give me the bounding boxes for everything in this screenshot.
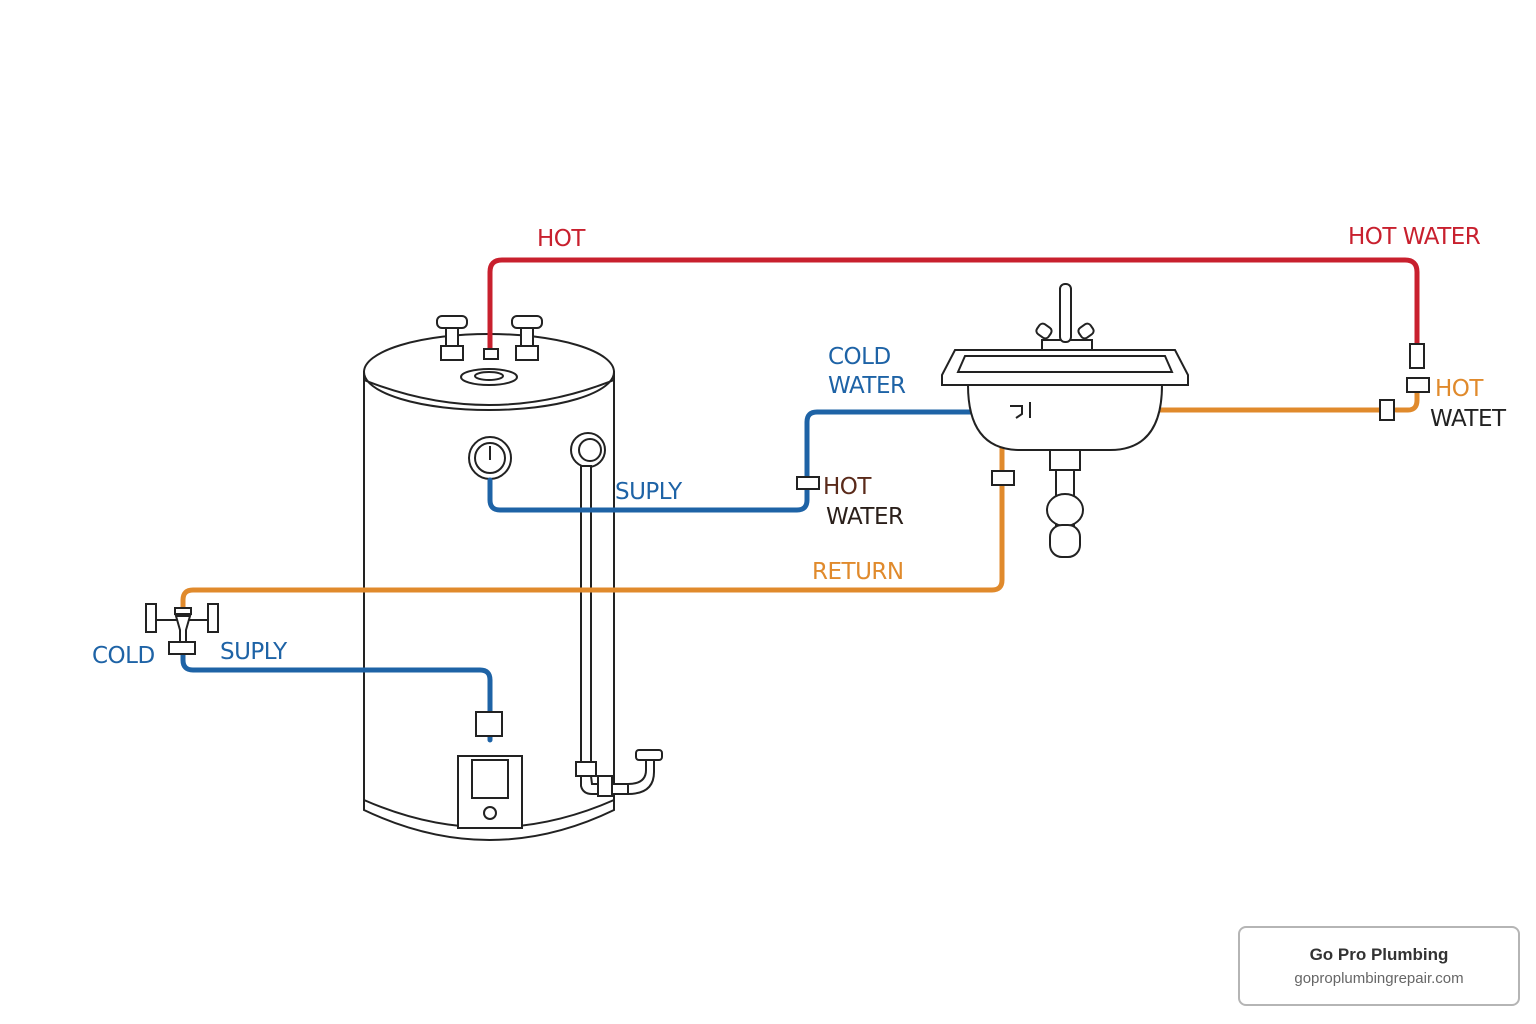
union-fitting (796, 476, 820, 490)
hot-outlet-fitting (483, 348, 499, 360)
label-hot: HOT (537, 226, 586, 252)
label-hot-right: HOT (1435, 376, 1484, 402)
brand-card: Go Pro Plumbing goproplumbingrepair.com (1238, 926, 1520, 1006)
brand-name: Go Pro Plumbing (1309, 945, 1449, 964)
label-water-mid: WATER (826, 504, 904, 530)
inlet-fitting (475, 711, 503, 737)
hot-pipe (487, 257, 1420, 355)
label-supply: SUPLY (615, 479, 683, 505)
label-watet-right: WATET (1430, 406, 1507, 432)
label-hot-water: HOT WATER (1348, 224, 1481, 250)
supply-pipe (487, 409, 1018, 513)
label-cold-left: COLD (92, 643, 155, 669)
water-heater (363, 315, 663, 841)
label-return: RETURN (812, 559, 904, 585)
top-valve-right (511, 315, 543, 361)
label-supply-left: SUPLY (220, 639, 288, 665)
sink (941, 283, 1189, 558)
top-valve-left (436, 315, 468, 361)
brand-url: goproplumbingrepair.com (1294, 970, 1464, 987)
cold-supply-pipe (180, 647, 493, 743)
shutoff-valve (145, 603, 219, 655)
return-pipe (180, 411, 1005, 613)
return-fitting (991, 470, 1015, 486)
hot-water-fitting (1379, 399, 1395, 421)
label-cold: COLD (828, 344, 891, 370)
label-hot-mid: HOT (823, 474, 872, 500)
label-water: WATER (828, 373, 906, 399)
